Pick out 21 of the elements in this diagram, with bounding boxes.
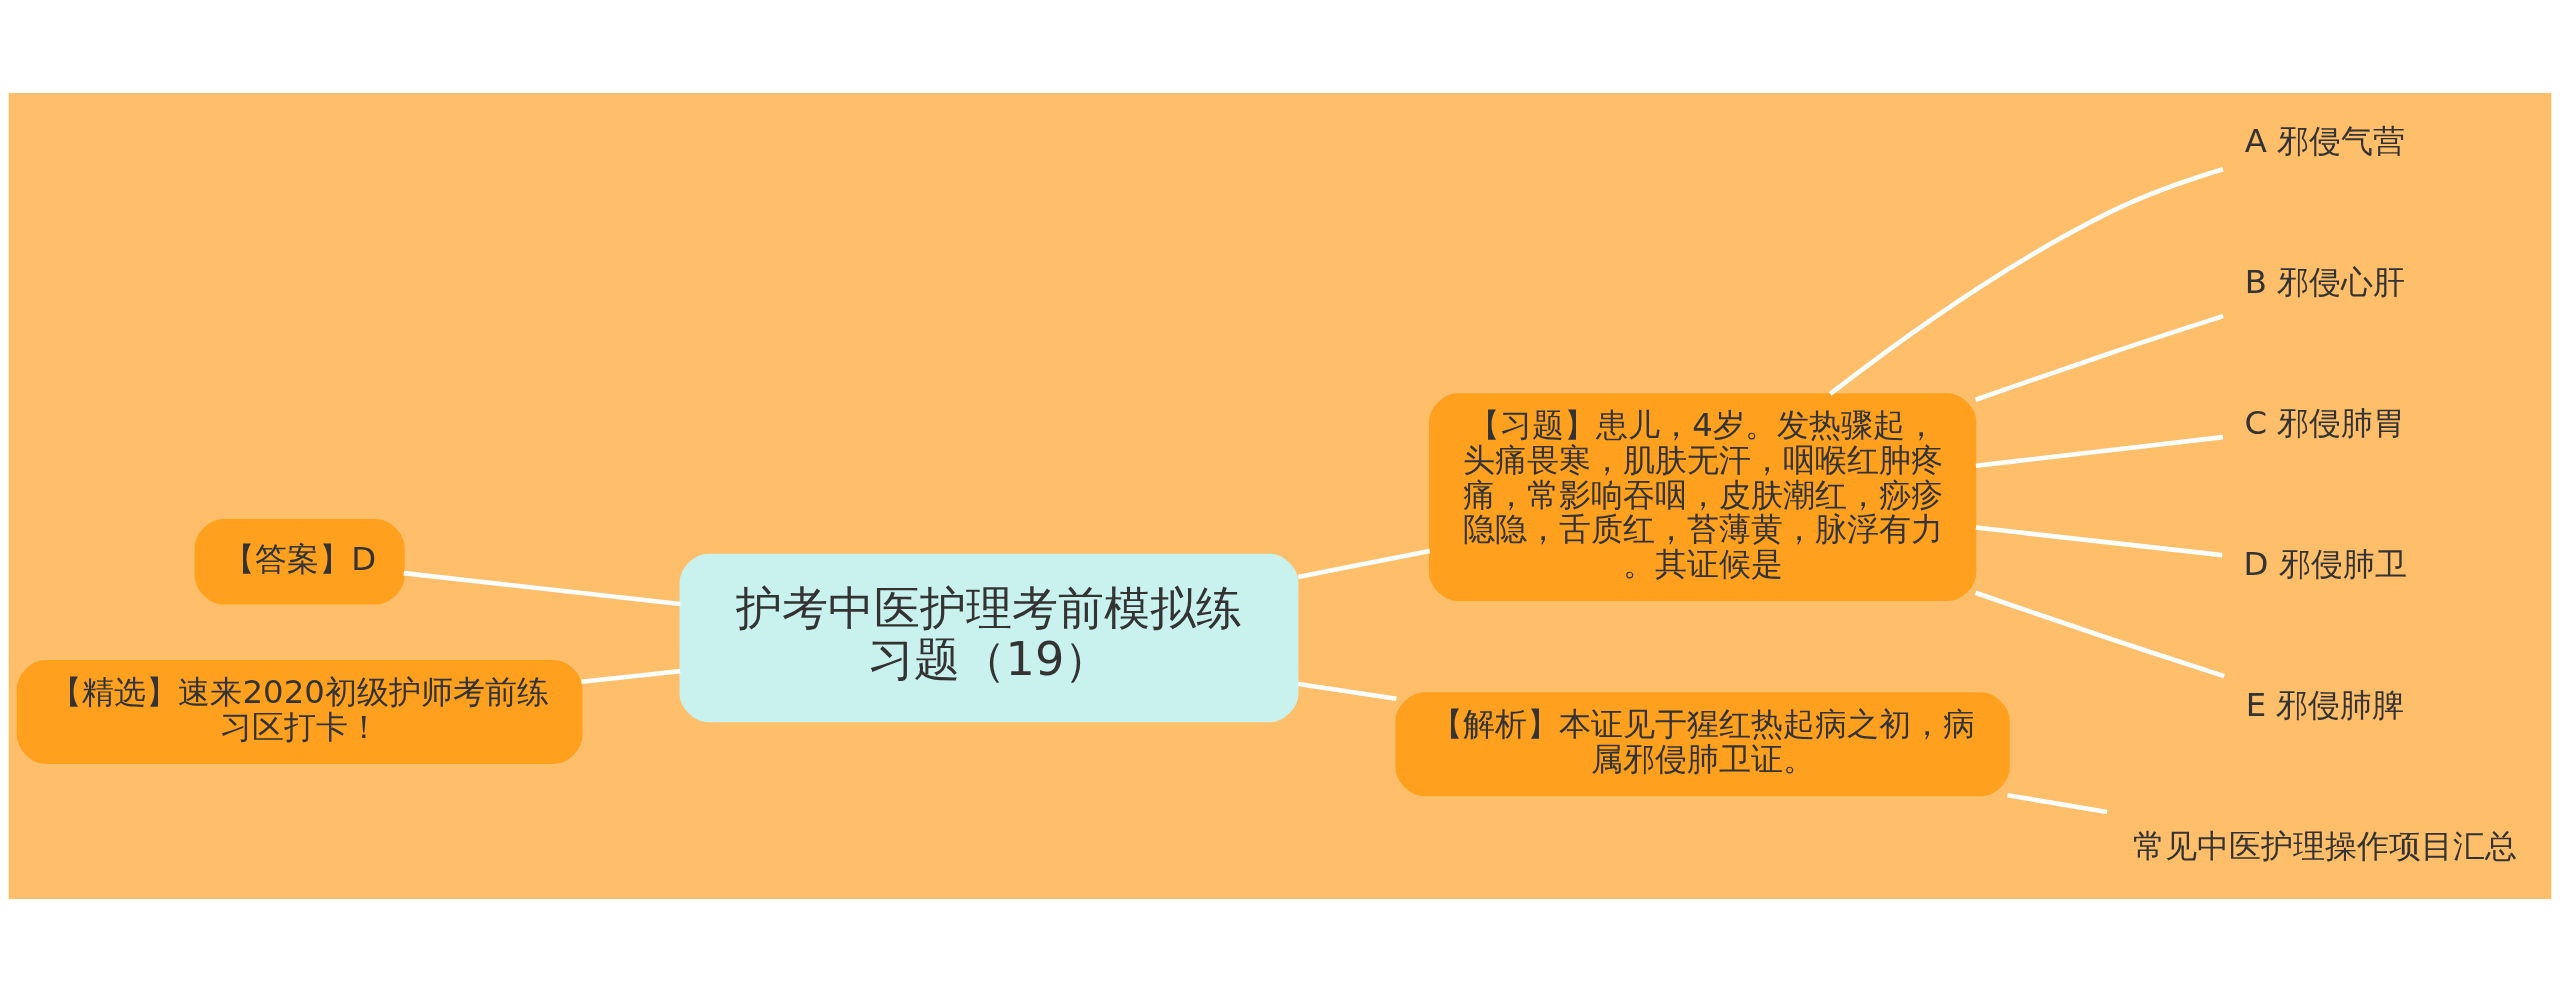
node-text: 常见中医护理操作项目汇总 xyxy=(2133,826,2518,865)
node-text: C 邪侵肺胃 xyxy=(2244,404,2406,443)
connector xyxy=(2007,792,2108,815)
connector xyxy=(403,570,681,607)
node-text: B 邪侵心肝 xyxy=(2244,263,2406,302)
node-box: 护考中医护理考前模拟练习题（19） xyxy=(679,553,1299,723)
connector xyxy=(1828,166,2224,396)
node-text: E 邪侵肺脾 xyxy=(2245,685,2405,724)
connector xyxy=(1974,590,2225,679)
node-text: A 邪侵气营 xyxy=(2244,122,2406,161)
node-box: 【解析】本证见于猩红热起病之初，病属邪侵肺卫证。 xyxy=(1395,692,2010,797)
connector xyxy=(1297,681,1397,701)
connector xyxy=(1297,548,1431,580)
connector xyxy=(1975,525,2223,558)
connector xyxy=(1975,434,2224,469)
node-box: 【精选】速来2020初级护师考前练习区打卡！ xyxy=(16,659,583,764)
connector xyxy=(1974,313,2224,402)
connector xyxy=(581,668,681,685)
node-box: 【答案】D xyxy=(194,519,405,605)
node-text: D 邪侵肺卫 xyxy=(2243,544,2407,583)
node-box: 【习题】患儿，4岁。发热骤起，头痛畏寒，肌肤无汗，咽喉红肿疼痛，常影响吞咽，皮肤潮红，痧疹隐隐，舌质红，苔薄黄，脉浮有力。其证候是 xyxy=(1428,393,1977,602)
